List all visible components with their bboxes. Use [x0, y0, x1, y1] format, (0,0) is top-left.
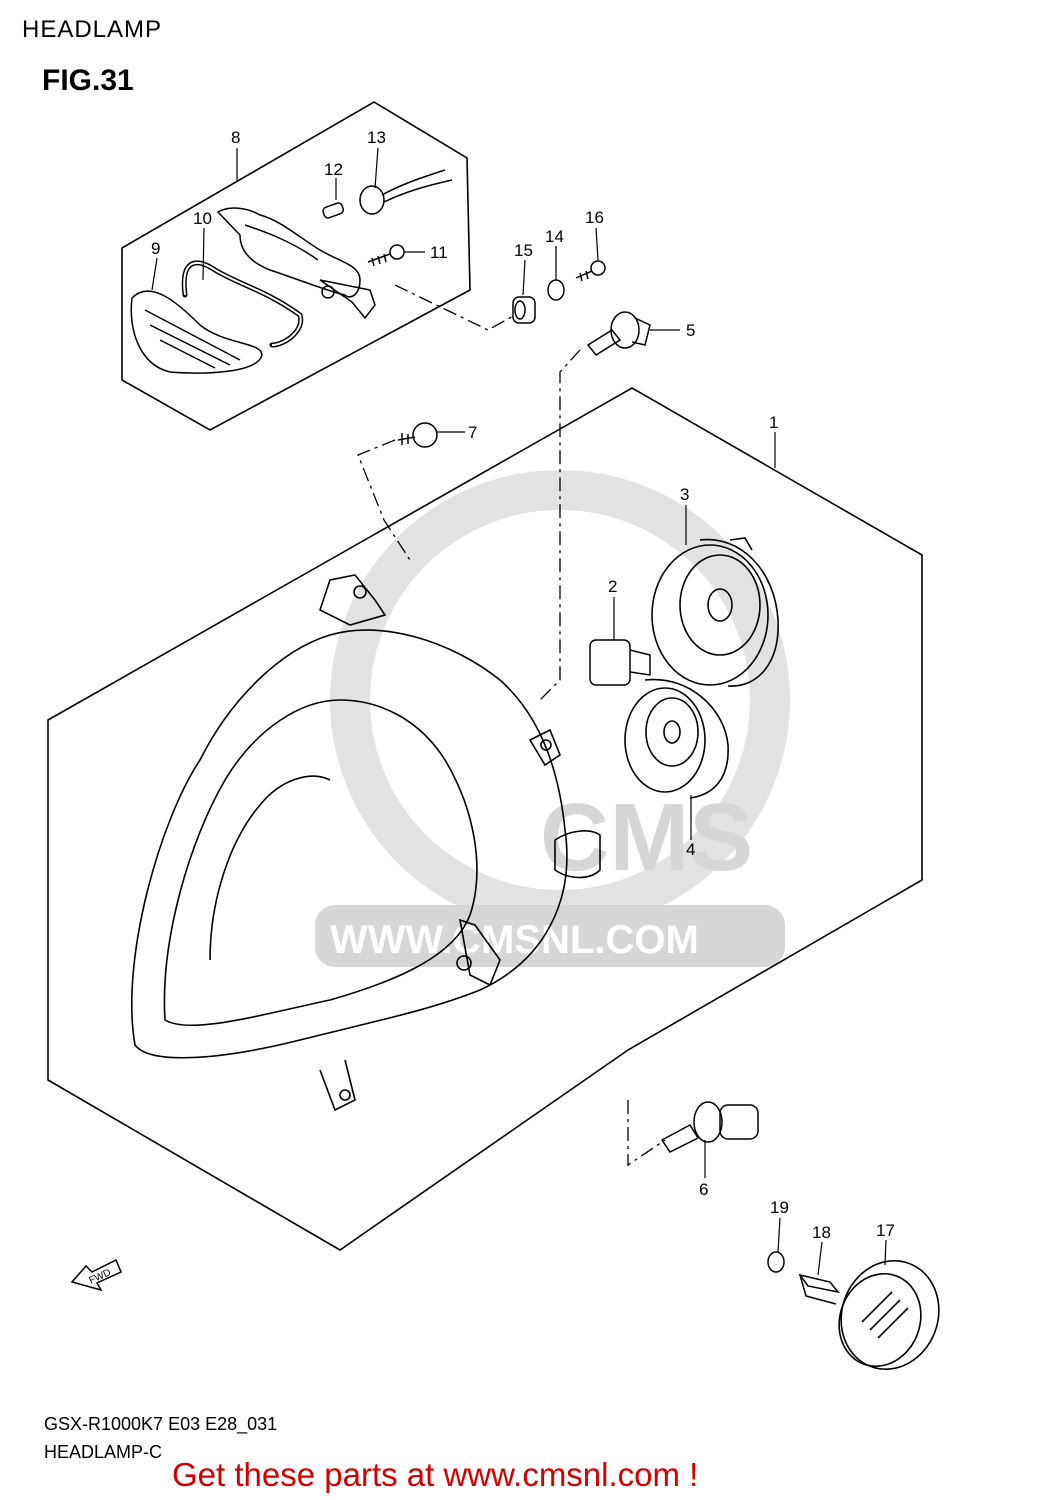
callout-14: 14	[545, 227, 564, 246]
socket-part	[359, 169, 453, 215]
cta-link[interactable]: Get these parts at www.cmsnl.com !	[172, 1456, 699, 1493]
bulb-6	[660, 1101, 759, 1153]
callout-12: 12	[324, 160, 343, 179]
subassembly-box	[121, 101, 471, 431]
leader-lines	[357, 284, 666, 1167]
callout-8: 8	[231, 128, 240, 147]
headlamp-housing	[131, 574, 601, 1112]
callout-11: 11	[430, 243, 448, 262]
callout-5: 5	[686, 321, 695, 340]
figure-number: FIG.31	[42, 64, 134, 97]
cover-3	[651, 537, 779, 687]
headlamp-assembly-box	[47, 387, 923, 1251]
footer-model-code: GSX-R1000K7 E03 E28_031	[44, 1414, 278, 1434]
callout-1: 1	[769, 413, 778, 432]
small-bulb-part	[322, 202, 345, 219]
callout-16: 16	[585, 208, 604, 227]
screw-16	[575, 260, 606, 282]
callout-labels: 1 2 3 4 5 6 7 8 9 10 11 12 13 14 15 16 1…	[151, 128, 895, 1242]
watermark: CMS WWW.CMSNL.COM	[315, 470, 790, 967]
screw-11	[367, 244, 405, 267]
washer-14	[547, 279, 565, 301]
callout-7: 7	[468, 423, 477, 442]
page-title: HEADLAMP	[22, 16, 163, 43]
watermark-logo: CMS	[540, 784, 753, 891]
washer-19	[767, 1251, 785, 1273]
watermark-text: WWW.CMSNL.COM	[330, 918, 699, 962]
callout-19: 19	[770, 1198, 789, 1217]
callout-lines	[151, 147, 887, 1276]
callout-10: 10	[193, 209, 212, 228]
callout-17: 17	[876, 1221, 895, 1240]
lens-part	[130, 290, 263, 374]
callout-2: 2	[608, 577, 617, 596]
callout-6: 6	[699, 1180, 708, 1199]
reflector-17	[838, 1259, 940, 1371]
grommet-part	[512, 296, 536, 324]
bulb-5	[586, 311, 651, 356]
callout-4: 4	[686, 840, 695, 859]
callout-18: 18	[812, 1223, 831, 1242]
spacer-18	[798, 1273, 840, 1305]
fwd-arrow-icon: FWD	[70, 1258, 122, 1292]
callout-15: 15	[514, 241, 533, 260]
callout-13: 13	[367, 128, 386, 147]
bolt-7	[397, 422, 438, 448]
footer-diagram-name: HEADLAMP-C	[44, 1442, 163, 1462]
socket-2	[589, 639, 651, 686]
cover-4	[624, 678, 729, 799]
callout-9: 9	[151, 239, 160, 258]
callout-3: 3	[680, 485, 689, 504]
bracket-part	[216, 207, 376, 320]
fwd-label: FWD	[87, 1267, 112, 1286]
